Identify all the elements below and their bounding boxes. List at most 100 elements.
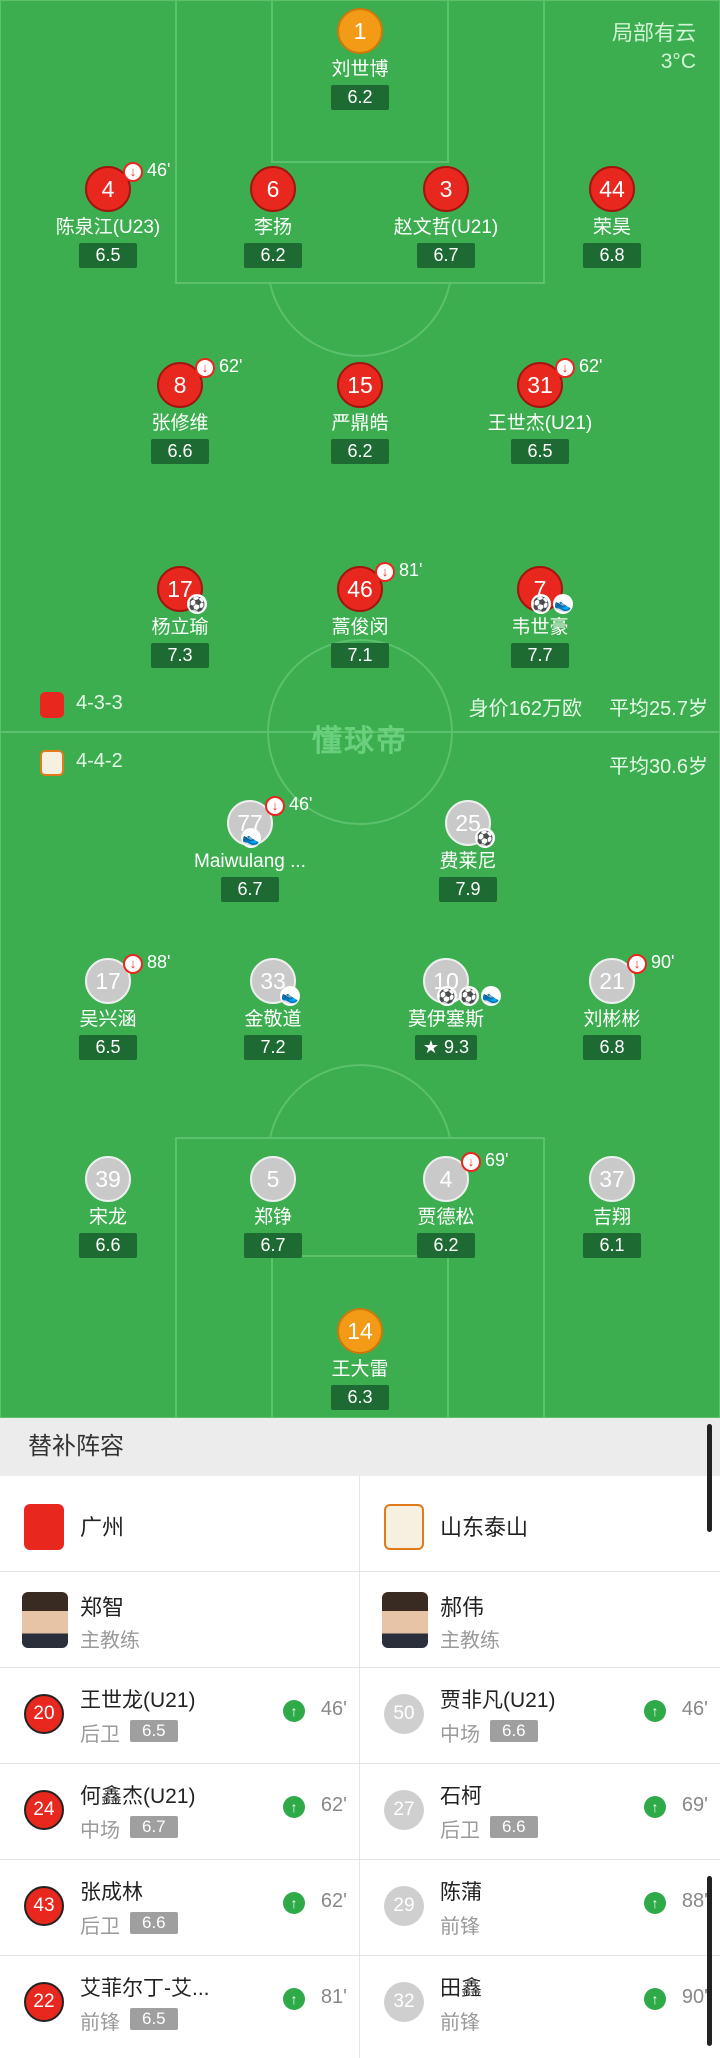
player-name: 王大雷 [331,1359,389,1380]
weather-info: 局部有云 3°C [612,20,696,76]
coach-row[interactable]: 郑智 主教练 [0,1572,359,1668]
player-home-def-4[interactable]: 44 荣昊 6.8 [517,166,707,268]
player-rating: ★ 9.3 [414,1035,478,1060]
player-home-fwd-3[interactable]: 7 ⚽ 👟 韦世豪 7.7 [445,566,635,668]
player-away-gk[interactable]: 14 王大雷 6.3 [265,1308,455,1410]
player-number: 1 [337,8,383,54]
player-number: 20 [24,1694,64,1734]
sub-time: 46' [147,160,171,180]
avatar [22,1592,68,1648]
coach-row[interactable]: 郝伟 主教练 [360,1572,720,1668]
player-home-fwd-1[interactable]: 17 ⚽ 杨立瑜 7.3 [85,566,275,668]
player-name: 莫伊塞斯 [407,1009,484,1030]
player-rating: 6.5 [511,439,569,464]
sub-player-row[interactable]: 27 石柯 后卫 6.6 ↑ 69' [360,1764,720,1860]
player-rating: 6.5 [79,1035,137,1060]
player-rating: 6.2 [331,85,389,110]
player-name: 石柯 [440,1785,482,1808]
sub-time: 90' [651,952,675,972]
player-home-mid-1[interactable]: 8 ↓ 62' 张修维 6.6 [85,356,275,464]
player-name: 杨立瑜 [151,617,209,638]
player-away-mid-3[interactable]: 10 ⚽ ⚽ 👟 莫伊塞斯 ★ 9.3 [351,958,541,1060]
sub-time: 69' [485,1150,509,1170]
player-number: 21 ↓ 90' [589,952,674,1004]
guangzhou-logo-icon [40,692,64,718]
sub-in-icon: ↑ [644,1796,666,1818]
player-name: 费莱尼 [439,851,497,872]
player-home-mid-2[interactable]: 15 严鼎皓 6.2 [265,362,455,464]
player-number: 17 ⚽ [157,566,207,614]
player-name: 贾德松 [417,1207,475,1228]
sub-in-icon: ↑ [644,1700,666,1722]
player-number: 5 [250,1156,296,1202]
player-away-mid-1[interactable]: 17 ↓ 88' 吴兴涵 6.5 [13,952,203,1060]
away-avg-age: 平均30.6岁 [609,756,708,778]
player-number: 32 [384,1982,424,2022]
player-home-mid-3[interactable]: 31 ↓ 62' 王世杰(U21) 6.5 [445,356,635,464]
player-name: 王世龙(U21) [80,1689,196,1712]
player-name: 郑铮 [253,1207,292,1228]
player-rating: 6.5 [130,2008,178,2030]
pitch-lines [0,0,720,1418]
scrollbar[interactable] [707,1876,712,2046]
sub-player-row[interactable]: 22 艾菲尔丁-艾... 前锋 6.5 ↑ 81' [0,1956,359,2052]
player-name: 荣昊 [592,217,631,238]
player-away-def-3[interactable]: 4 ↓ 69' 贾德松 6.2 [351,1150,541,1258]
player-home-gk[interactable]: 1 刘世博 6.2 [265,8,455,110]
club-header[interactable]: 广州 [0,1476,359,1572]
scrollbar[interactable] [707,1424,712,1532]
player-position: 后卫 [440,1820,480,1842]
player-away-mid-2[interactable]: 33 👟 金敬道 7.2 [178,958,368,1060]
subs-away-column: 山东泰山 郝伟 主教练 50 贾非凡(U21) 中场 6.6 ↑ 46' 27 … [360,1476,720,2058]
subs-title: 替补阵容 [0,1418,720,1476]
player-away-fwd-2[interactable]: 25 ⚽ 费莱尼 7.9 [373,800,563,902]
sub-out-icon: ↓ [375,562,395,582]
goal-icon: ⚽ [475,828,495,848]
player-rating: 7.1 [331,643,389,668]
player-rating: 6.2 [331,439,389,464]
sub-out-icon: ↓ [123,954,143,974]
player-number: 77 ↓ 46' 👟 [227,794,312,848]
sub-player-row[interactable]: 20 王世龙(U21) 后卫 6.5 ↑ 46' [0,1668,359,1764]
player-home-fwd-2[interactable]: 46 ↓ 81' 蒿俊闵 7.1 [265,560,455,668]
player-name: 赵文哲(U21) [393,217,499,238]
player-name: 王世杰(U21) [487,413,593,434]
sub-player-row[interactable]: 32 田鑫 前锋 ↑ 90' [360,1956,720,2052]
player-away-mid-4[interactable]: 21 ↓ 90' 刘彬彬 6.8 [517,952,707,1060]
player-away-fwd-1[interactable]: 77 ↓ 46' 👟 Maiwulang ... 6.7 [155,794,345,902]
player-number: 4 ↓ 46' [85,160,170,212]
player-number: 22 [24,1982,64,2022]
player-rating: 6.7 [244,1233,302,1258]
player-rating: 6.6 [490,1720,538,1742]
player-home-def-2[interactable]: 6 李扬 6.2 [178,166,368,268]
assist-icon: 👟 [553,594,573,614]
player-home-def-3[interactable]: 3 赵文哲(U21) 6.7 [351,166,541,268]
sub-time: 62' [320,1890,347,1912]
player-rating: 6.6 [79,1233,137,1258]
sub-in-icon: ↑ [644,1988,666,2010]
player-away-def-2[interactable]: 5 郑铮 6.7 [178,1156,368,1258]
player-home-def-1[interactable]: 4 ↓ 46' 陈泉江(U23) 6.5 [13,160,203,268]
player-name: 金敬道 [244,1009,302,1030]
coach-role: 主教练 [80,1630,140,1652]
away-formation: 4-4-2 [76,750,123,772]
goal-icon: ⚽ [437,986,457,1006]
sub-player-row[interactable]: 50 贾非凡(U21) 中场 6.6 ↑ 46' [360,1668,720,1764]
sub-player-row[interactable]: 29 陈蒲 前锋 ↑ 88' [360,1860,720,1956]
player-rating: 6.5 [79,243,137,268]
player-rating: 6.6 [130,1912,178,1934]
player-number: 33 👟 [250,958,300,1006]
player-number: 8 ↓ 62' [157,356,242,408]
sub-player-row[interactable]: 24 何鑫杰(U21) 中场 6.7 ↑ 62' [0,1764,359,1860]
club-header[interactable]: 山东泰山 [360,1476,720,1572]
player-away-def-4[interactable]: 37 吉翔 6.1 [517,1156,707,1258]
player-rating: 6.1 [583,1233,641,1258]
goal-icon: ⚽ [459,986,479,1006]
player-number: 25 ⚽ [445,800,495,848]
home-avg-age: 平均25.7岁 [609,698,708,720]
player-name: 陈蒲 [440,1881,482,1904]
weather-temp: 3°C [660,50,696,73]
player-away-def-1[interactable]: 39 宋龙 6.6 [13,1156,203,1258]
sub-player-row[interactable]: 43 张成林 后卫 6.6 ↑ 62' [0,1860,359,1956]
player-name: 田鑫 [440,1977,482,2000]
